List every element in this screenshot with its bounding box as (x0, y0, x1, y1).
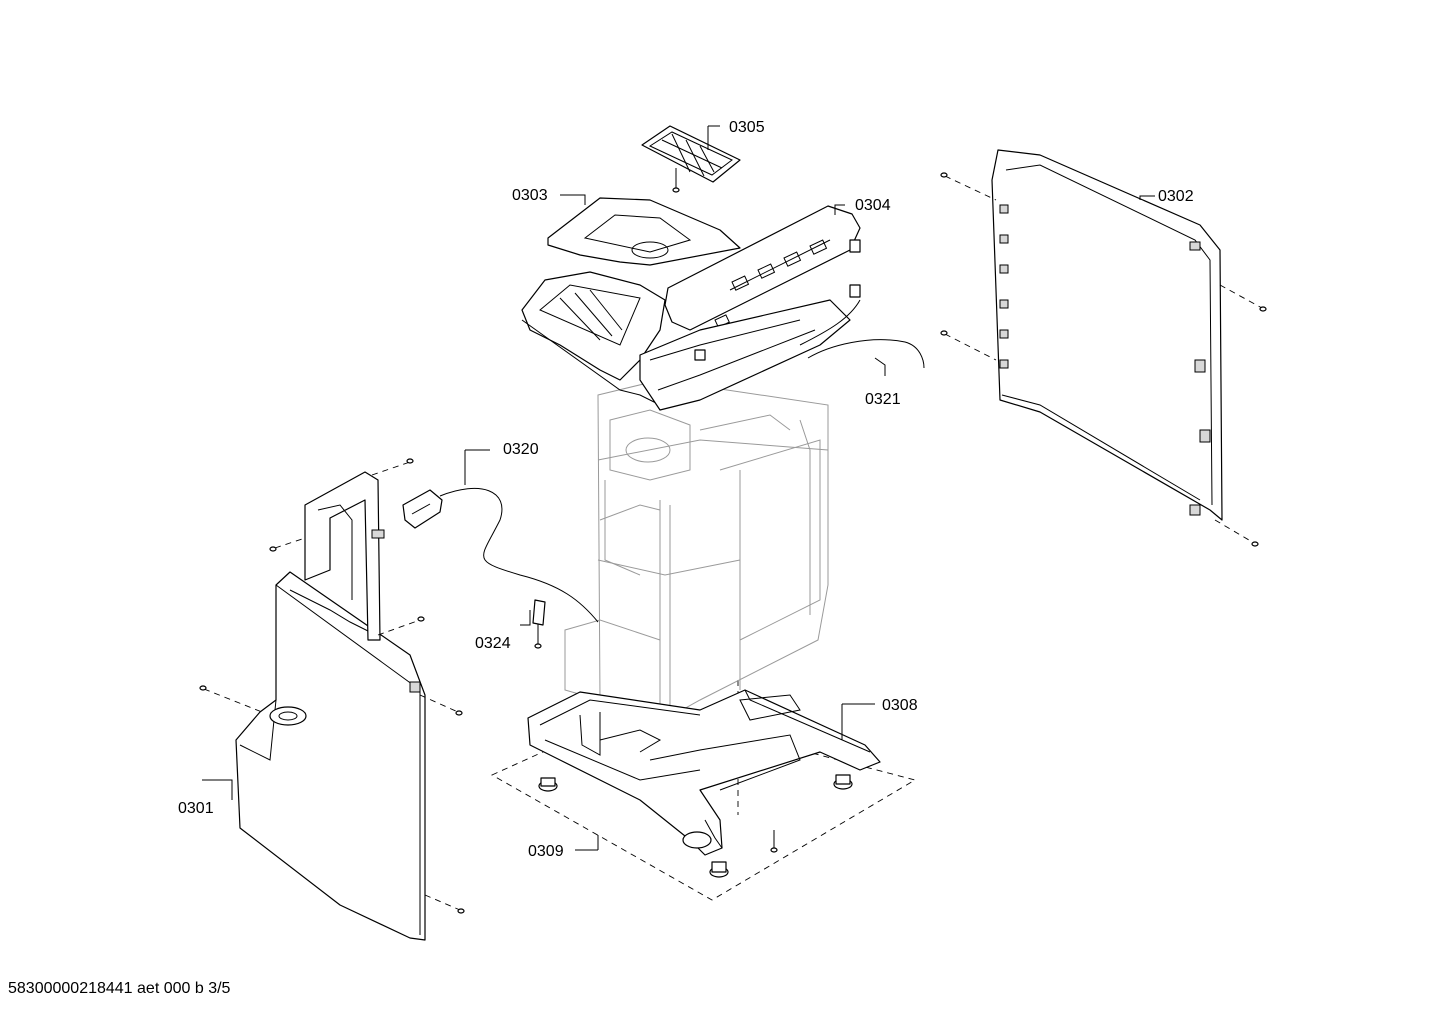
control-panel (639, 205, 861, 411)
power-cord (402, 488, 599, 623)
label-0324: 0324 (475, 635, 511, 652)
label-0321: 0321 (865, 391, 901, 408)
part-labels: 0305 0303 0304 0302 0321 0320 0324 0308 … (178, 119, 1194, 860)
grid-cover (641, 125, 741, 193)
right-side-panel (991, 149, 1223, 521)
label-0301: 0301 (178, 800, 214, 817)
top-cover (521, 197, 741, 406)
label-0302: 0302 (1158, 188, 1194, 205)
base-foot-front (709, 861, 729, 878)
base-foot-left (538, 777, 558, 792)
left-side-panel (235, 471, 426, 941)
label-0308: 0308 (882, 697, 918, 714)
label-0305: 0305 (729, 119, 765, 136)
small-sensor (532, 599, 546, 649)
base-foot-right (833, 774, 853, 790)
document-id: 58300000218441 aet 000 b 3/5 (8, 980, 231, 997)
label-0304: 0304 (855, 197, 891, 214)
left-panel-screws (199, 458, 465, 914)
label-0303: 0303 (512, 187, 548, 204)
base-screw (770, 830, 778, 853)
sensor-cable (799, 299, 925, 369)
base-plate (527, 689, 881, 856)
right-panel-screws (940, 172, 1267, 547)
leader-lines (202, 125, 1155, 851)
housing-frame (564, 379, 829, 726)
label-0309: 0309 (528, 843, 564, 860)
label-0320: 0320 (503, 441, 539, 458)
